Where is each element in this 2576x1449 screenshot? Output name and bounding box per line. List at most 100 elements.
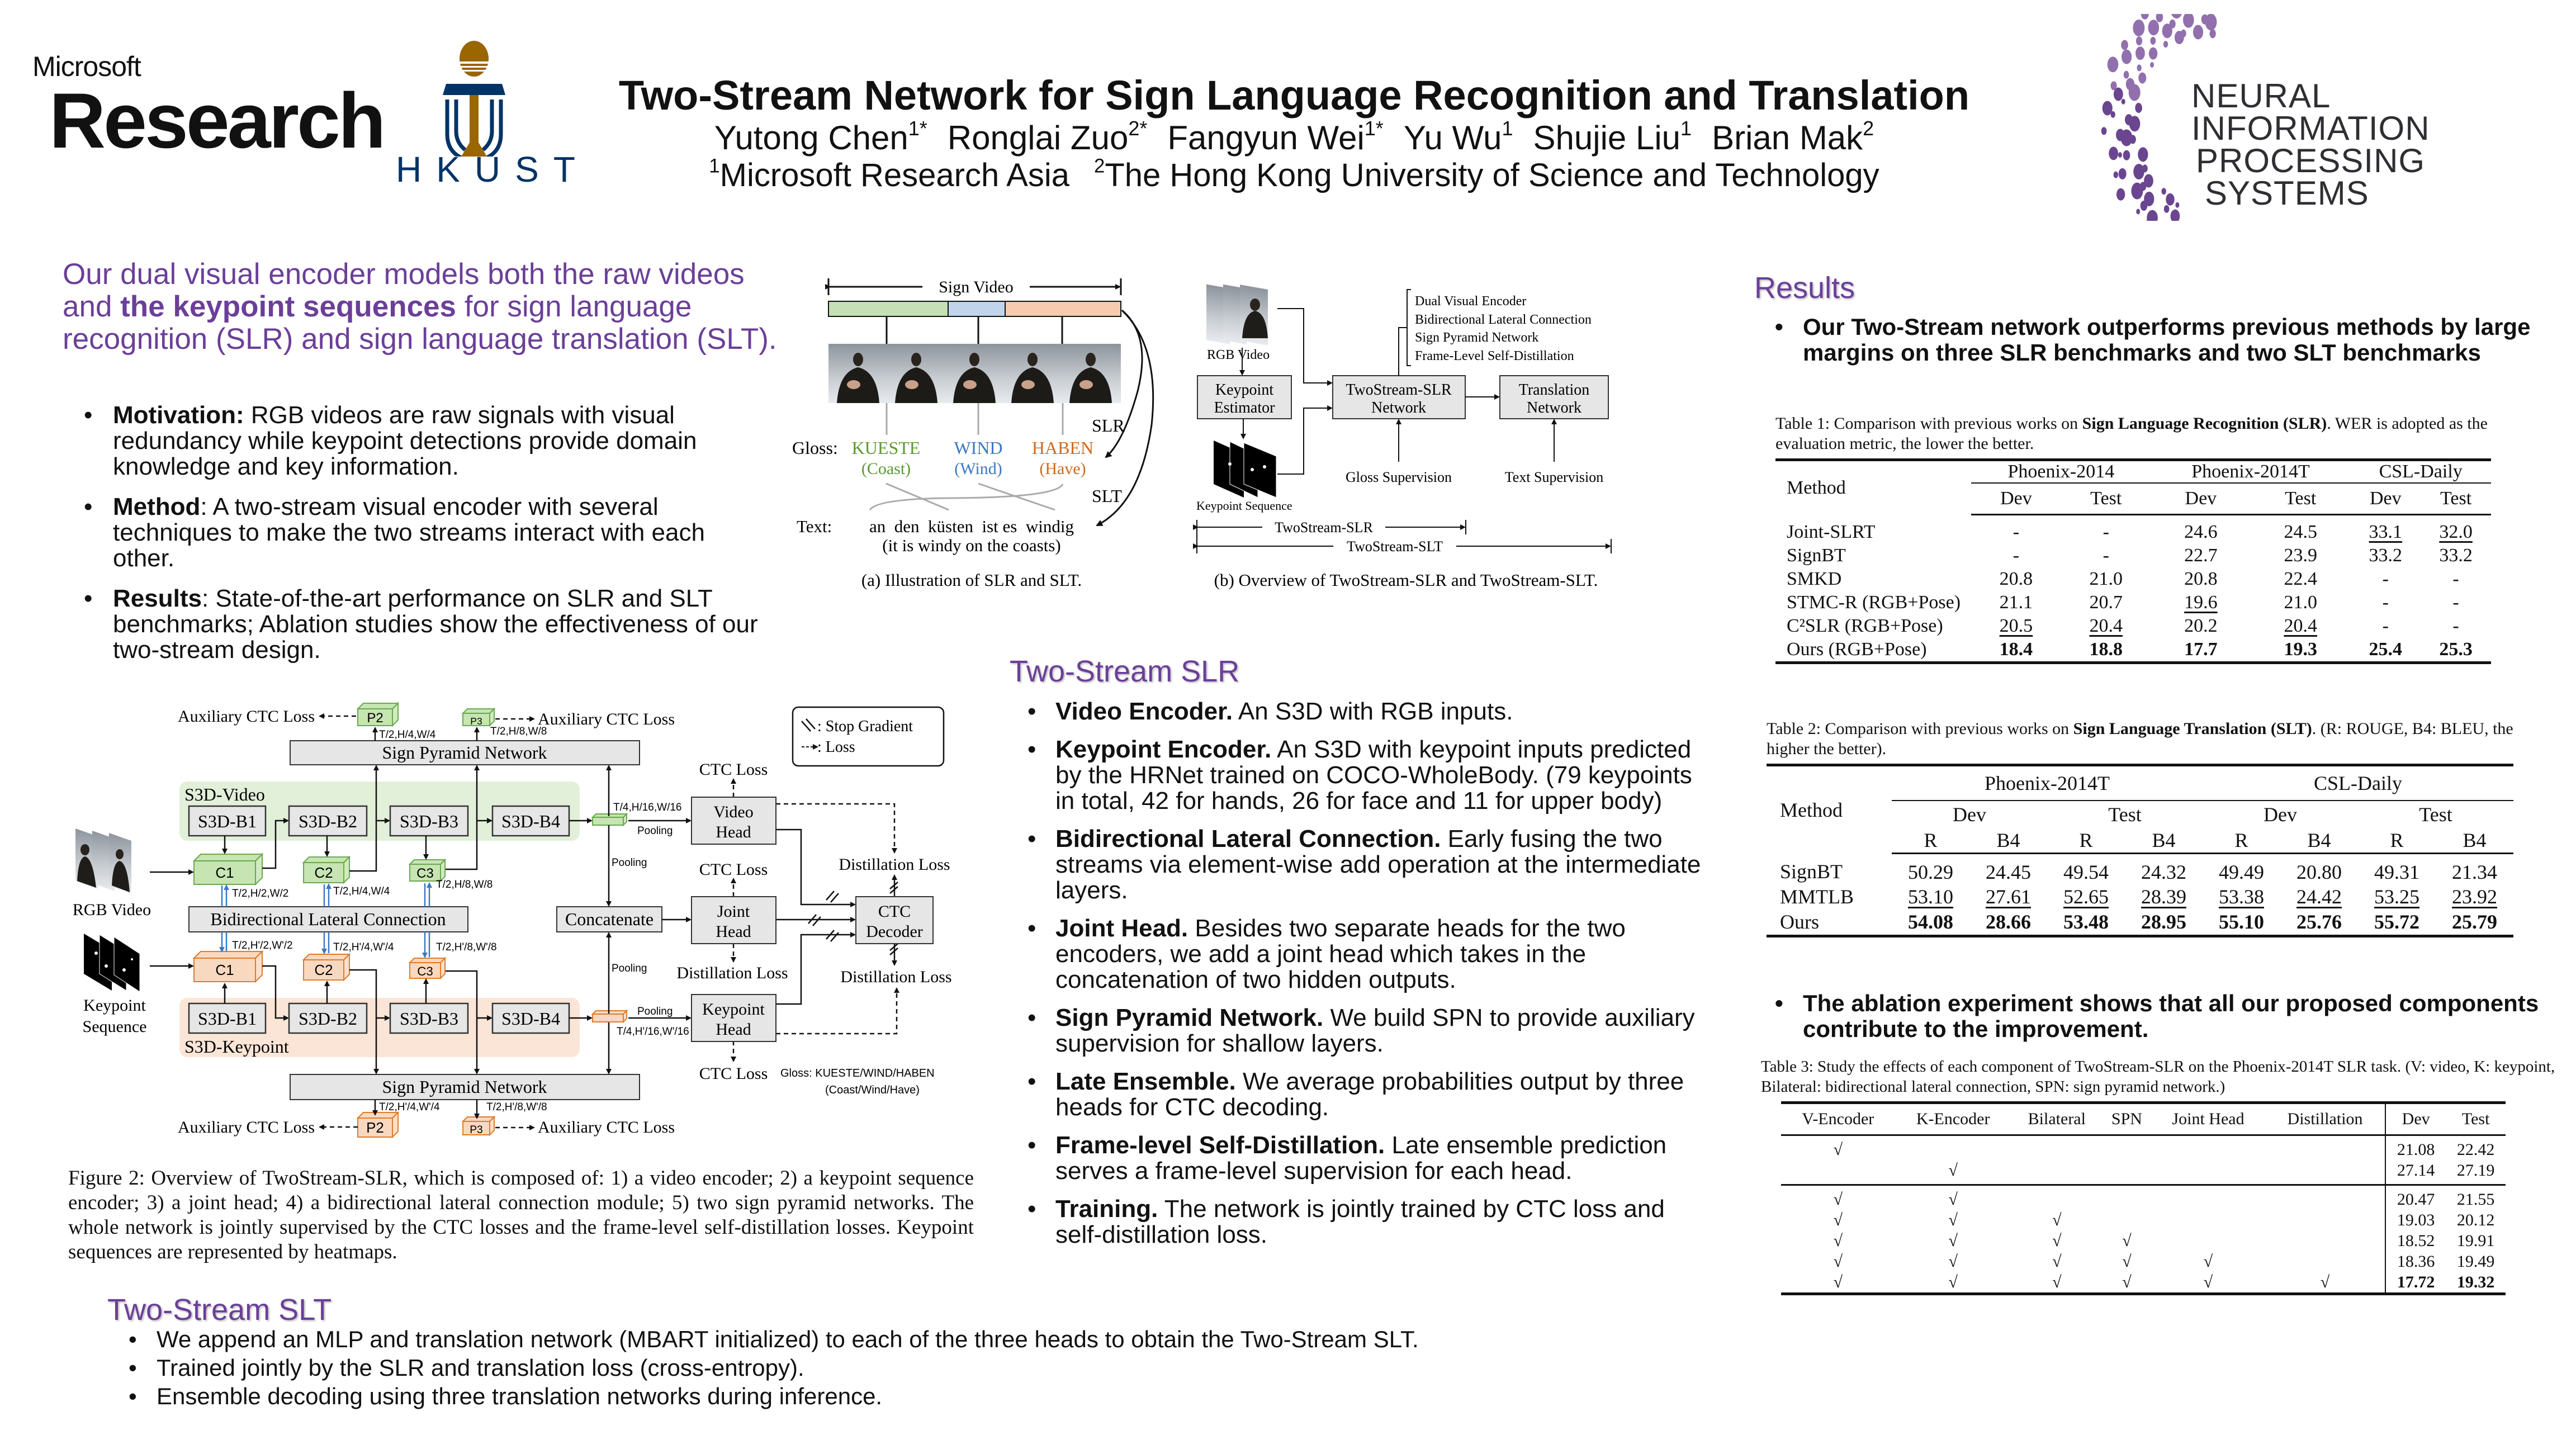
column-header: Dev bbox=[2264, 803, 2297, 826]
slr-bullet: Late Ensemble. We average probabilities … bbox=[1027, 1069, 1710, 1120]
aux-ctc-loss-label: Auxiliary CTC Loss bbox=[178, 707, 315, 726]
figure-1b-caption: (b) Overview of TwoStream-SLR and TwoStr… bbox=[1214, 570, 1598, 590]
keypoint-s3d-block bbox=[188, 1002, 267, 1034]
author-affiliation-mark: 1 bbox=[1680, 116, 1692, 140]
dim-label: T/2,H/2,W/2 bbox=[232, 888, 288, 899]
value-cell: - bbox=[2012, 522, 2020, 543]
keypoint-pooled-feature-cube bbox=[591, 1009, 628, 1024]
s3d-block-label: S3D-B1 bbox=[198, 1008, 257, 1029]
value-cell: 24.42 bbox=[2296, 886, 2342, 908]
value-cell: 33.2 bbox=[2439, 544, 2473, 566]
value-cell: 52.65 bbox=[2063, 886, 2109, 908]
empty-cell bbox=[2151, 1135, 2265, 1161]
value-cell: 24.6 bbox=[2184, 522, 2218, 543]
dev-value-cell: 17.72 bbox=[2385, 1272, 2446, 1294]
s3d-block-label: S3D-B1 bbox=[198, 811, 257, 831]
rgb-video-label: RGB Video bbox=[73, 901, 151, 919]
empty-cell bbox=[2151, 1230, 2265, 1251]
pooling-label: Pooling bbox=[637, 1006, 673, 1017]
value-cell: 23.9 bbox=[2284, 544, 2317, 566]
bullet-label: Bidirectional Lateral Connection. bbox=[1055, 825, 1441, 853]
value-cell: 21.0 bbox=[2089, 568, 2123, 589]
table-3: Table 3: Study the effects of each compo… bbox=[1761, 1057, 2566, 1295]
aux-ctc-loss-label: Auxiliary CTC Loss bbox=[538, 1118, 675, 1137]
test-value-cell: 20.12 bbox=[2456, 1210, 2495, 1229]
empty-cell bbox=[2151, 1210, 2265, 1230]
value-cell: 28.39 bbox=[2141, 886, 2186, 908]
hkust-wordmark: HKUST bbox=[396, 149, 590, 190]
pooling-labels: Pooling Pooling Pooling Pooling bbox=[612, 825, 673, 1017]
intro-statement: Our dual visual encoder models both the … bbox=[63, 258, 784, 356]
bottom-p3-cube: P3 bbox=[461, 1115, 496, 1137]
keypoint-c3-cube: C3 bbox=[408, 956, 447, 980]
check-icon: √ bbox=[2052, 1252, 2062, 1271]
value-cell: 25.4 bbox=[2369, 638, 2403, 660]
author-affiliation-mark: 1* bbox=[1364, 116, 1384, 140]
sign-video-label: Sign Video bbox=[939, 278, 1014, 296]
author-name: Yu Wu bbox=[1403, 119, 1502, 157]
value-cell: - bbox=[2452, 615, 2459, 636]
empty-cell bbox=[2265, 1160, 2386, 1186]
keypoint-head-box bbox=[691, 994, 776, 1042]
gloss-example-line1: Gloss: KUESTE/WIND/HABEN bbox=[780, 1067, 935, 1079]
gloss-label: Gloss: bbox=[792, 438, 838, 458]
value-cell: 23.92 bbox=[2452, 886, 2497, 908]
check-icon: √ bbox=[1833, 1231, 1843, 1250]
cube-label: C1 bbox=[215, 864, 234, 881]
value-cell: 55.10 bbox=[2219, 911, 2264, 933]
video-head-label: Head bbox=[716, 823, 751, 841]
caption-text: Table 2: Comparison with previous works … bbox=[1767, 719, 2073, 738]
component-item: Frame-Level Self-Distillation bbox=[1415, 349, 1574, 363]
test-value-cell: 19.32 bbox=[2456, 1272, 2495, 1291]
s3d-video-label: S3D-Video bbox=[184, 784, 265, 804]
component-item: Dual Visual Encoder bbox=[1415, 294, 1526, 309]
translation-network-label: Translation bbox=[1519, 381, 1590, 399]
component-item: Sign Pyramid Network bbox=[1415, 330, 1538, 345]
column-header: Test bbox=[2251, 483, 2351, 515]
value-cell: 21.0 bbox=[2284, 591, 2317, 613]
keypoint-s3d-block bbox=[389, 1002, 469, 1034]
bullet-label: Training. bbox=[1055, 1195, 1158, 1223]
dim-label: T/2,H'/4,W'/4 bbox=[379, 1101, 440, 1113]
poster-title: Two-Stream Network for Sign Language Rec… bbox=[618, 72, 1970, 119]
stop-gradient-icon bbox=[801, 718, 816, 732]
dim-label: T/2,H'/8,W'/8 bbox=[436, 941, 497, 953]
column-header: B4 bbox=[2280, 828, 2358, 854]
ctc-loss-label: CTC Loss bbox=[699, 1064, 768, 1083]
value-cell: - bbox=[2382, 568, 2389, 589]
author: Ronglai Zuo2* bbox=[948, 118, 1148, 157]
method-cell: STMC-R (RGB+Pose) bbox=[1787, 591, 1961, 613]
table-1: Table 1: Comparison with previous works … bbox=[1775, 414, 2497, 664]
s3d-keypoint-region bbox=[179, 998, 580, 1057]
dimension-labels: T/2,H/4,W/4 T/2,H/8,W/8 T/2,H/2,W/2 T/2,… bbox=[232, 726, 689, 1113]
bullet-text: We build SPN to provide auxiliary superv… bbox=[1055, 1004, 1695, 1057]
empty-cell bbox=[2265, 1210, 2385, 1230]
column-header: Bilateral bbox=[2011, 1102, 2103, 1136]
s3d-keypoint-label: S3D-Keypoint bbox=[184, 1036, 289, 1057]
dim-label: T/4,H/16,W/16 bbox=[613, 802, 682, 813]
dev-value-cell: 18.52 bbox=[2385, 1230, 2446, 1251]
video-pooled-feature-cube bbox=[591, 812, 628, 827]
value-cell: 20.4 bbox=[2284, 615, 2317, 636]
column-header: Joint Head bbox=[2151, 1102, 2266, 1136]
value-cell: 22.7 bbox=[2184, 544, 2218, 566]
check-icon: √ bbox=[1948, 1272, 1958, 1291]
bullet-label: Joint Head. bbox=[1055, 915, 1188, 942]
slr-network-label: TwoStream-SLR bbox=[1346, 381, 1452, 399]
empty-cell bbox=[2151, 1160, 2266, 1186]
empty-cell bbox=[1781, 1160, 1895, 1186]
column-header: Method bbox=[1787, 477, 1846, 498]
check-icon: √ bbox=[1948, 1190, 1958, 1209]
gloss-segment-orange bbox=[1005, 301, 1121, 317]
pooling-label: Pooling bbox=[637, 825, 673, 837]
caption-text: . (R: ROUGE, B4: BLEU, the higher the be… bbox=[1767, 719, 2513, 758]
author-name: Brian Mak bbox=[1712, 119, 1863, 157]
